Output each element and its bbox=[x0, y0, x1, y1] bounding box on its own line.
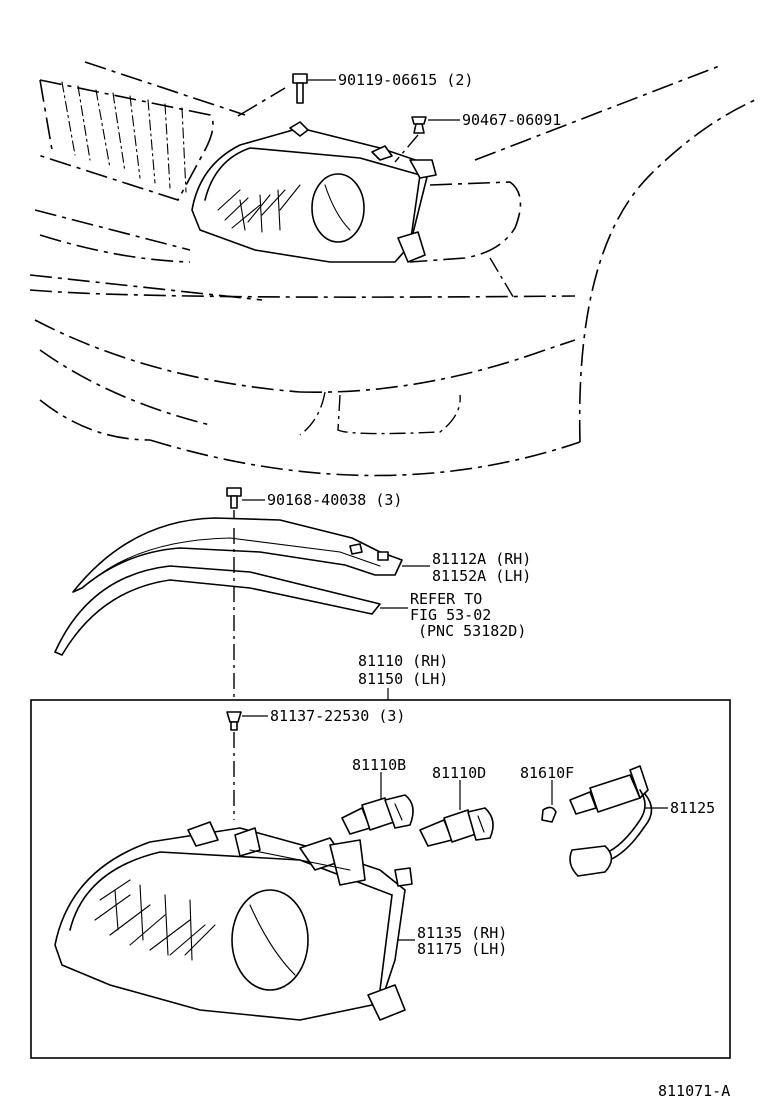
headlamp-unit bbox=[54, 821, 415, 1021]
callout-bulb-f: 81610F bbox=[520, 764, 574, 782]
headlamp-installed bbox=[191, 121, 437, 263]
callout-trim-lh: 81152A (LH) bbox=[432, 567, 531, 585]
callout-clip-top: 90467-06091 bbox=[462, 111, 561, 129]
clip-90467-06091 bbox=[394, 116, 460, 163]
bulb-81610F bbox=[541, 780, 557, 823]
callout-bulb-b: 81110B bbox=[352, 756, 406, 774]
socket-81125 bbox=[569, 765, 668, 877]
callout-unit-lh: 81175 (LH) bbox=[417, 940, 507, 958]
callout-unit-rh: 81135 (RH) bbox=[417, 924, 507, 942]
bulb-81110B bbox=[341, 772, 414, 835]
callout-bolt-top: 90119-06615 (2) bbox=[338, 71, 473, 89]
headlamp-trim-lower bbox=[54, 565, 408, 656]
vehicle-body-outline bbox=[29, 61, 756, 477]
screw-81137-22530 bbox=[226, 528, 268, 820]
bolt-90119-06615 bbox=[292, 73, 336, 104]
bulb-81110D bbox=[419, 780, 494, 847]
callout-trim-rh: 81112A (RH) bbox=[432, 550, 531, 568]
callout-refer-1: REFER TO bbox=[410, 590, 482, 608]
callout-refer-3: (PNC 53182D) bbox=[418, 622, 526, 640]
callout-screw-mid: 90168-40038 (3) bbox=[267, 491, 402, 509]
callout-socket: 81125 bbox=[670, 799, 715, 817]
headlamp-trim-upper bbox=[72, 517, 430, 593]
callout-bulb-d: 81110D bbox=[432, 764, 486, 782]
callout-refer-2: FIG 53-02 bbox=[410, 606, 491, 624]
callout-screw-assy: 81137-22530 (3) bbox=[270, 707, 405, 725]
callout-assy-rh: 81110 (RH) bbox=[358, 652, 448, 670]
assembly-box bbox=[30, 699, 731, 1059]
callout-assy-lh: 81150 (LH) bbox=[358, 670, 448, 688]
figure-id: 811071-A bbox=[658, 1082, 730, 1100]
